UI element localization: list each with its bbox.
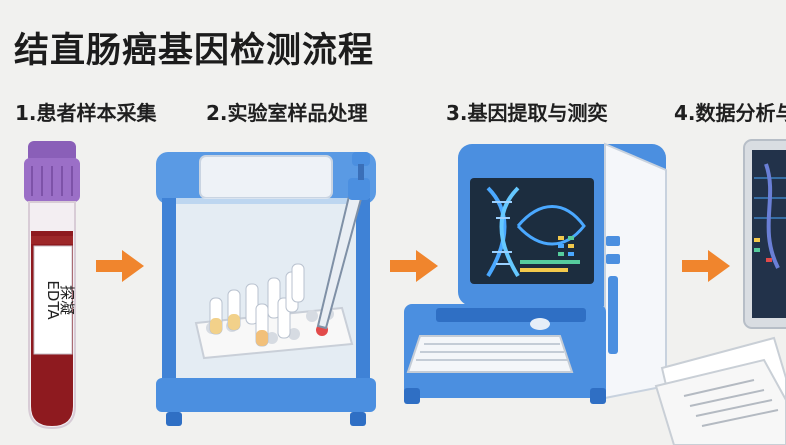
cabinet-base xyxy=(156,378,376,412)
blood-tube-illustration: EDTA 探凝 xyxy=(24,141,80,430)
data-analysis-illustration xyxy=(654,139,786,445)
tube-label-sticker xyxy=(33,245,73,355)
step-2-label: 2.实验室样品处理 xyxy=(206,101,368,125)
tube-label-line2: 探凝 xyxy=(58,285,76,315)
keyboard xyxy=(406,335,574,373)
tube-cap-top xyxy=(28,141,76,163)
arrow-right-icon xyxy=(682,250,730,282)
step-3-label: 3.基因提取与测奕 xyxy=(446,101,608,125)
arrow-right-icon xyxy=(390,250,438,282)
lab-cabinet-illustration xyxy=(156,152,376,426)
step-1-label: 1.患者样本采集 xyxy=(15,101,157,125)
cabinet-left-wall xyxy=(162,198,176,388)
tube-label-line1: EDTA xyxy=(44,280,62,320)
step-4-label: 4.数据分析与 xyxy=(674,101,786,125)
sequencer-illustration xyxy=(404,142,667,404)
cabinet-right-wall xyxy=(356,198,370,388)
arrow-right-icon xyxy=(96,250,144,282)
page-title: 结直肠癌基因检测流程 xyxy=(14,31,375,71)
